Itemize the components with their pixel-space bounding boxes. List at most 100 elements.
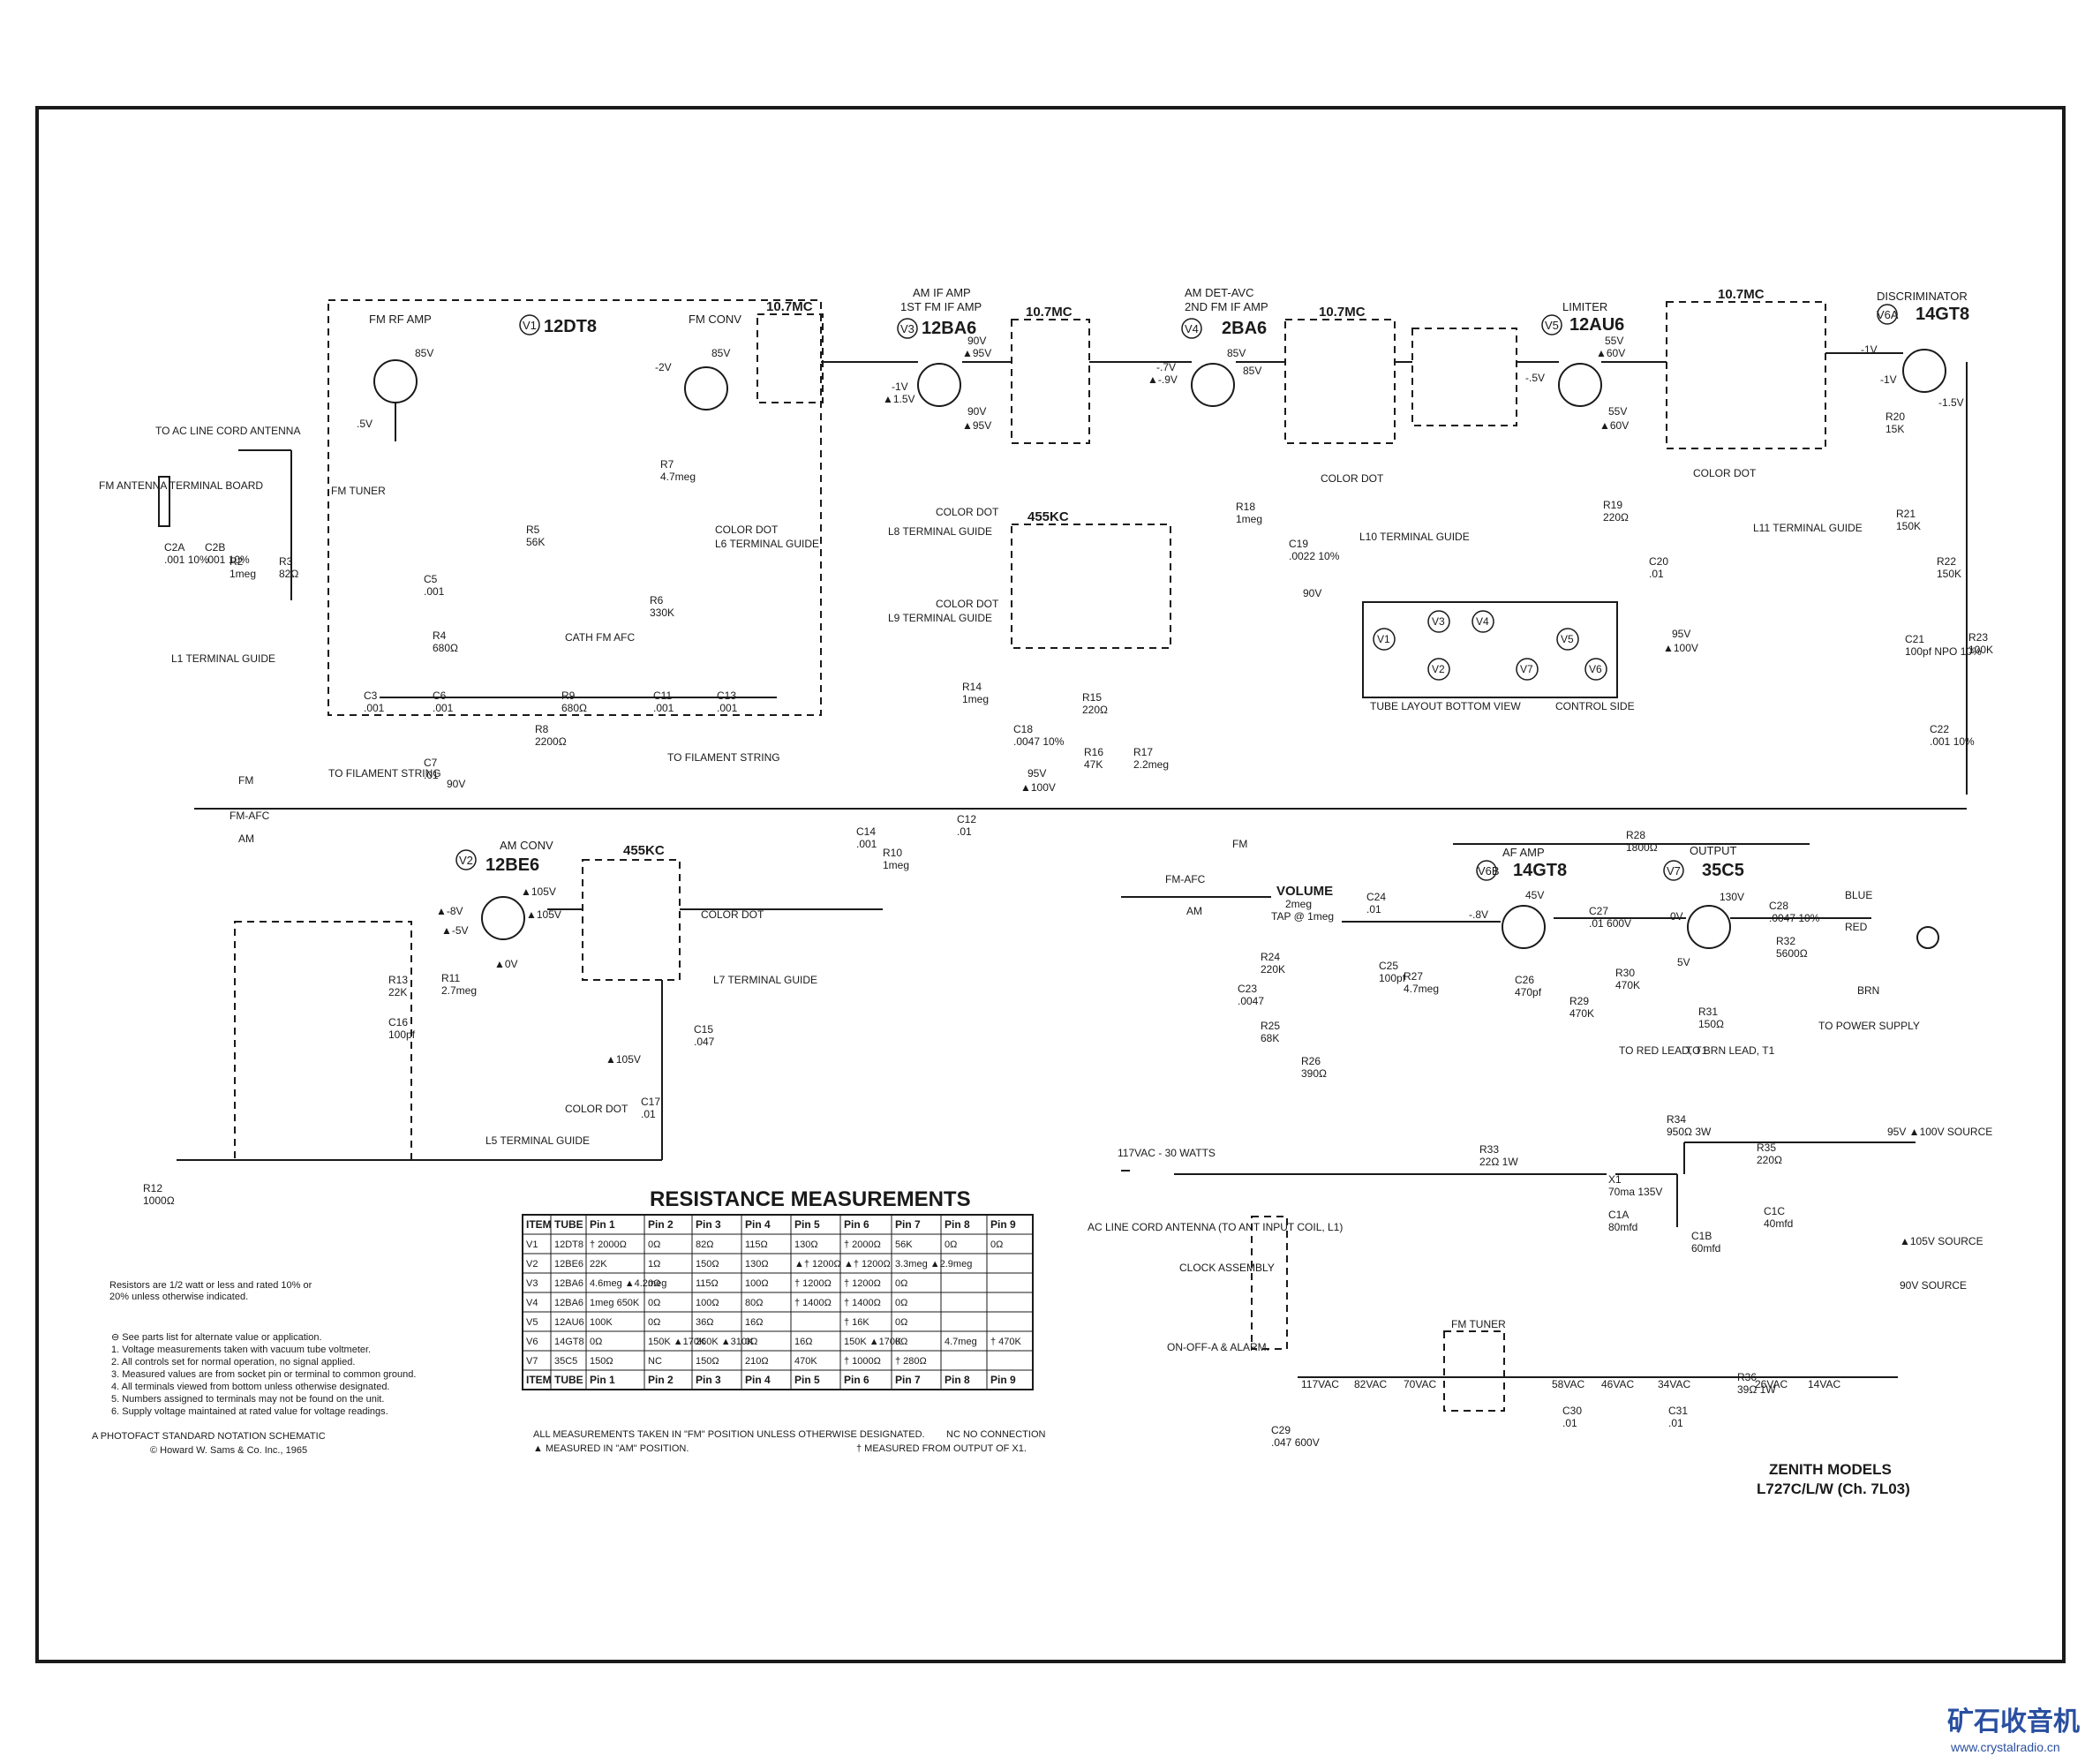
table-cell: † 1400Ω [844,1298,881,1308]
table-header-cell: Pin 2 [648,1218,674,1231]
component-value: .01 [957,825,972,838]
b-100-lim: ▲100V [1663,642,1698,654]
component-value: 150Ω [1698,1018,1724,1030]
table-cell: ▲† 1200Ω [844,1259,891,1270]
resistor-note: Resistors are 1/2 watt or less and rated… [109,1280,312,1302]
table-cell: † 280Ω [895,1356,927,1367]
component-ref: C23 [1238,983,1257,995]
layout-v6-circle [1584,658,1607,681]
fm-conv-label: FM CONV [689,313,741,326]
v3-am2-voltage: ▲95V [962,419,991,432]
power-input-label: 117VAC - 30 WATTS [1118,1147,1216,1159]
v1-id-circle [519,314,540,335]
component-value: .047 [694,1036,715,1048]
component-ref: R31 [1698,1006,1718,1018]
table-nc-note: NC NO CONNECTION [946,1429,1046,1440]
component-value: 47K [1084,758,1103,771]
v1a-tube-symbol [373,359,418,403]
component-ref: R18 [1236,501,1255,513]
table-cell: 22K [590,1259,607,1270]
table-cell: 56K [895,1239,913,1250]
b-90-fm: 90V [447,778,465,790]
v3-screen-voltage: 90V [967,335,986,347]
table-cell: V7 [526,1356,538,1367]
component-value: 82Ω [279,568,298,580]
fm-rf-amp-label: FM RF AMP [369,313,432,326]
table-header-cell: Pin 3 [696,1374,721,1386]
table-header-cell: Pin 7 [895,1374,921,1386]
b-100-if: ▲100V [1020,781,1056,794]
photofact-label: A PHOTOFACT STANDARD NOTATION SCHEMATIC [92,1431,326,1442]
v3-plate-voltage: 90V [967,405,986,418]
table-cell: 82Ω [696,1239,713,1250]
source-95-label: 95V ▲100V SOURCE [1887,1126,1992,1138]
table-cell: 100K [590,1317,613,1328]
v3-tube-symbol [917,363,961,407]
v7-screen-voltage: 5V [1677,956,1690,968]
v6b-id-circle [1476,860,1497,881]
l10-transformer-box [1284,319,1396,444]
component-value: 220Ω [1603,511,1629,524]
second-fm-if-amp-label: 2ND FM IF AMP [1185,300,1268,313]
v6a-id-circle [1877,304,1898,325]
l1-terminal-guide-label: L1 TERMINAL GUIDE [171,652,275,665]
v2-g-voltage: ▲0V [494,958,518,970]
layout-v4-circle [1472,610,1494,633]
table-cell: 150Ω [696,1259,719,1270]
table-header-cell: ITEM [526,1218,552,1231]
v3-cath-voltage: -1V [892,380,908,393]
component-value: .01 [1366,903,1381,915]
table-cell: 150K ▲170K [844,1337,902,1347]
v1-grid-voltage: .5V [357,418,373,430]
component-ref: R17 [1133,746,1153,758]
component-ref: R26 [1301,1055,1321,1067]
fm-antenna-board-label: FM ANTENNA TERMINAL BOARD [99,479,263,492]
component-ref: C6 [433,689,447,702]
component-ref: R23 [1968,631,1988,644]
fil-70: 70VAC [1404,1378,1436,1390]
component-value: 80mfd [1608,1221,1637,1233]
component-value: 470K [1615,979,1640,991]
v5-cath-voltage: -.5V [1525,372,1545,384]
component-value: 39Ω 1W [1737,1383,1776,1396]
l9-transformer-box [1011,524,1171,649]
component-value: .0047 10% [1769,912,1820,924]
component-value: .01 [1562,1417,1577,1429]
component-value: 22K [388,986,407,998]
layout-v5: V5 [1561,633,1574,645]
table-cell: 4.6meg ▲4.2meg [590,1278,666,1289]
component-ref: C21 [1905,633,1924,645]
table-cell: 80Ω [745,1298,763,1308]
table-cell: 0Ω [590,1337,602,1347]
fm-tuner-box [327,299,822,716]
table-header-cell: Pin 7 [895,1218,921,1231]
am2-freq-label: 455KC [623,843,665,858]
table-header-cell: Pin 1 [590,1374,615,1386]
component-value: .0022 10% [1289,550,1340,562]
component-ref: C22 [1930,723,1949,735]
fil-82: 82VAC [1354,1378,1387,1390]
component-ref: C1B [1691,1230,1712,1242]
table-cell: 12AU6 [554,1317,584,1328]
table-cell: 14GT8 [554,1337,584,1347]
l9-terminal-guide-label: L9 TERMINAL GUIDE [888,612,992,624]
table-cell: † 1400Ω [794,1298,832,1308]
component-value: 150K [1937,568,1961,580]
volume-value: 2meg [1285,898,1312,910]
speaker-sp1-symbol [1916,926,1939,949]
layout-v7: V7 [1520,663,1533,675]
table-cell: 12DT8 [554,1239,583,1250]
fm-tuner-filament-box [1443,1330,1505,1412]
on-off-alarm-label: ON-OFF-A & ALARM. [1167,1341,1269,1353]
component-ref: R36 [1737,1371,1757,1383]
color-dot-l11: COLOR DOT [1693,467,1757,479]
resistance-table-title: RESISTANCE MEASUREMENTS [650,1187,971,1211]
note-line: 6. Supply voltage maintained at rated va… [111,1406,388,1417]
cath-fm-afc-label: CATH FM AFC [565,631,635,644]
component-value: 70ma 135V [1608,1186,1662,1198]
layout-v3: V3 [1432,615,1445,628]
table-cell: 12BA6 [554,1278,583,1289]
component-value: .001 [364,702,385,714]
v5-screen-am-voltage: ▲60V [1596,347,1625,359]
